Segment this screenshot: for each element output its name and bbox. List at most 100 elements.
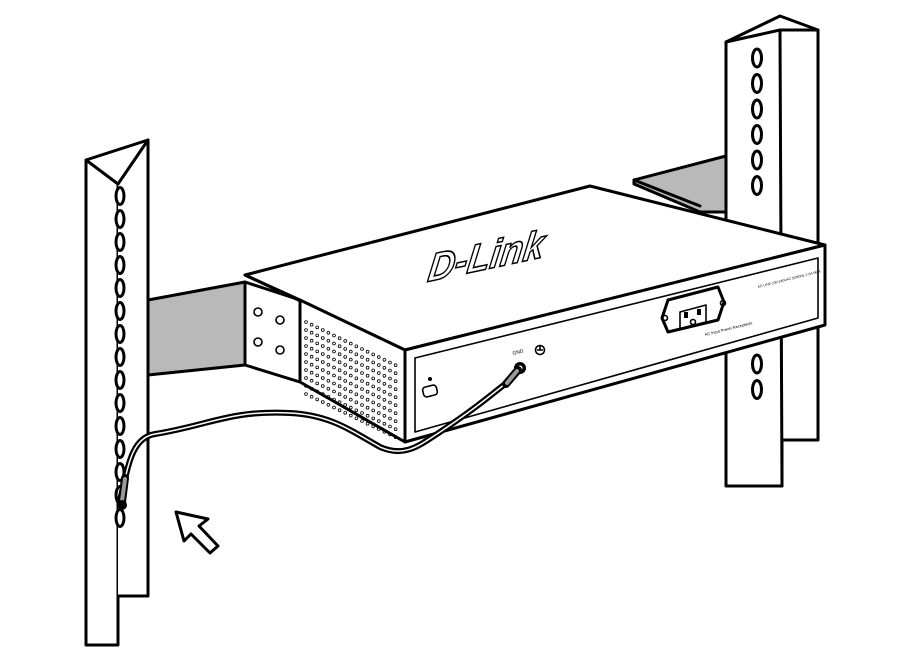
vent-hole bbox=[304, 392, 308, 396]
left-rack-rail bbox=[84, 138, 150, 647]
rail-hole bbox=[751, 124, 763, 145]
vent-hole bbox=[376, 403, 381, 407]
hollow-arrow-icon bbox=[174, 510, 220, 555]
vent-hole bbox=[320, 352, 325, 356]
vent-hole bbox=[320, 360, 325, 364]
vent-hole bbox=[304, 368, 308, 372]
vent-hole bbox=[337, 368, 342, 373]
vent-hole bbox=[309, 370, 314, 375]
vent-hole bbox=[382, 421, 387, 426]
vent-hole bbox=[309, 330, 314, 335]
vent-hole bbox=[320, 392, 325, 396]
vent-hole bbox=[309, 322, 314, 327]
right-mounting-bracket bbox=[632, 154, 728, 214]
vent-hole bbox=[337, 384, 342, 389]
vent-hole bbox=[348, 405, 353, 410]
vent-hole bbox=[309, 338, 314, 343]
vent-hole bbox=[388, 368, 392, 373]
vent-hole bbox=[343, 403, 348, 407]
vent-hole bbox=[371, 352, 376, 357]
vent-hole bbox=[343, 379, 348, 383]
side-vent-holes bbox=[304, 320, 398, 440]
rail-hole bbox=[751, 47, 763, 69]
vent-hole bbox=[388, 416, 392, 421]
vent-hole bbox=[343, 387, 348, 391]
vent-hole bbox=[348, 381, 353, 386]
vent-hole bbox=[393, 379, 398, 384]
vent-hole bbox=[332, 333, 336, 338]
vent-hole bbox=[354, 416, 359, 421]
rail-hole bbox=[114, 347, 126, 367]
rail-hole bbox=[751, 379, 763, 400]
vent-hole bbox=[315, 373, 320, 378]
vent-hole bbox=[371, 392, 376, 397]
vent-hole bbox=[376, 427, 381, 431]
vent-hole bbox=[365, 349, 370, 354]
power-receptacle bbox=[660, 285, 727, 334]
vent-hole bbox=[376, 371, 381, 375]
vent-hole bbox=[382, 405, 387, 410]
vent-hole bbox=[337, 392, 342, 397]
vent-hole bbox=[354, 376, 359, 381]
vent-hole bbox=[393, 419, 398, 424]
vent-hole bbox=[360, 355, 364, 359]
vent-hole bbox=[348, 397, 353, 402]
vent-hole bbox=[309, 386, 314, 391]
vent-hole bbox=[320, 400, 325, 404]
vent-hole bbox=[326, 394, 331, 399]
vent-hole bbox=[382, 373, 387, 378]
vent-hole bbox=[326, 402, 331, 407]
vent-hole bbox=[326, 378, 331, 383]
rail-hole bbox=[114, 416, 126, 436]
vent-hole bbox=[320, 368, 325, 372]
vent-hole bbox=[332, 341, 336, 346]
vent-hole bbox=[348, 365, 353, 370]
vent-hole bbox=[354, 392, 359, 397]
vent-hole bbox=[343, 355, 348, 359]
vent-hole bbox=[371, 408, 376, 413]
vent-hole bbox=[304, 376, 308, 380]
grounding-cable bbox=[117, 366, 522, 510]
vent-hole bbox=[343, 411, 348, 415]
vent-hole bbox=[320, 328, 325, 332]
vent-hole bbox=[348, 389, 353, 394]
vent-hole bbox=[332, 397, 336, 402]
vent-hole bbox=[371, 400, 376, 405]
vent-hole bbox=[354, 408, 359, 413]
vent-hole bbox=[304, 360, 308, 364]
vent-hole bbox=[337, 408, 342, 413]
vent-hole bbox=[388, 432, 392, 437]
vent-hole bbox=[326, 386, 331, 391]
vent-hole bbox=[343, 347, 348, 351]
network-switch: D-Link AC Input Power Receptacle AC LINE… bbox=[243, 184, 827, 444]
vent-hole bbox=[304, 328, 308, 332]
rail-hole bbox=[114, 301, 126, 321]
rail-hole bbox=[751, 98, 763, 120]
vent-hole bbox=[315, 365, 320, 370]
rail-hole bbox=[114, 393, 126, 413]
vent-hole bbox=[376, 395, 381, 399]
vent-hole bbox=[304, 336, 308, 340]
vent-hole bbox=[354, 368, 359, 373]
rail-hole bbox=[114, 232, 126, 252]
rail-hole bbox=[114, 278, 126, 298]
vent-hole bbox=[304, 320, 308, 324]
rail-hole bbox=[751, 73, 763, 94]
vent-hole bbox=[315, 341, 320, 346]
vent-hole bbox=[337, 376, 342, 381]
vent-hole bbox=[332, 405, 336, 410]
vent-hole bbox=[376, 363, 381, 367]
vent-hole bbox=[376, 379, 381, 383]
vent-hole bbox=[309, 354, 314, 359]
vent-hole bbox=[343, 339, 348, 343]
vent-hole bbox=[354, 344, 359, 349]
vent-hole bbox=[365, 421, 370, 426]
vent-hole bbox=[393, 363, 398, 368]
vent-hole bbox=[309, 394, 314, 399]
vent-hole bbox=[388, 392, 392, 397]
vent-hole bbox=[337, 360, 342, 365]
vent-hole bbox=[326, 370, 331, 375]
vent-hole bbox=[376, 411, 381, 415]
vent-hole bbox=[360, 347, 364, 351]
